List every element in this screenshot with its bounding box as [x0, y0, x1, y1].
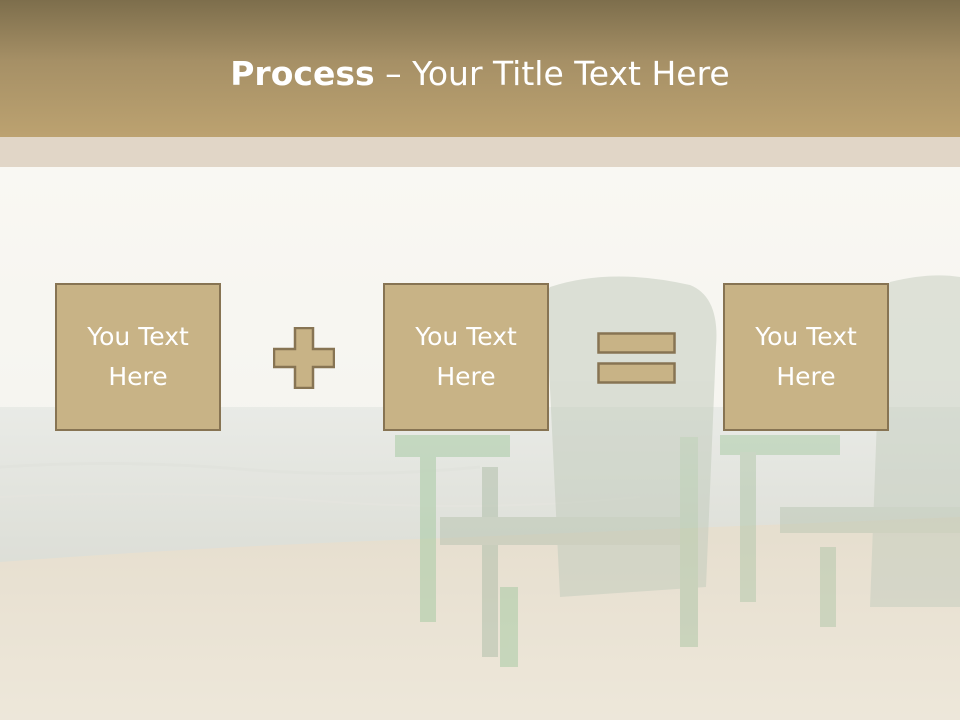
process-box-1: You Text Here — [55, 283, 221, 431]
title-bar — [0, 0, 960, 137]
header-accent-strip — [0, 137, 960, 167]
process-box-1-text: You Text Here — [87, 322, 189, 391]
process-box-3: You Text Here — [723, 283, 889, 431]
beach-chairs-background-image — [0, 167, 960, 720]
plus-icon — [273, 327, 335, 389]
title-rest: – Your Title Text Here — [374, 54, 730, 93]
process-box-2: You Text Here — [383, 283, 549, 431]
equals-icon — [597, 332, 676, 384]
slide-title: Process – Your Title Text Here — [0, 52, 960, 96]
title-bold: Process — [230, 54, 375, 93]
process-box-3-text: You Text Here — [755, 322, 857, 391]
process-box-2-text: You Text Here — [415, 322, 517, 391]
